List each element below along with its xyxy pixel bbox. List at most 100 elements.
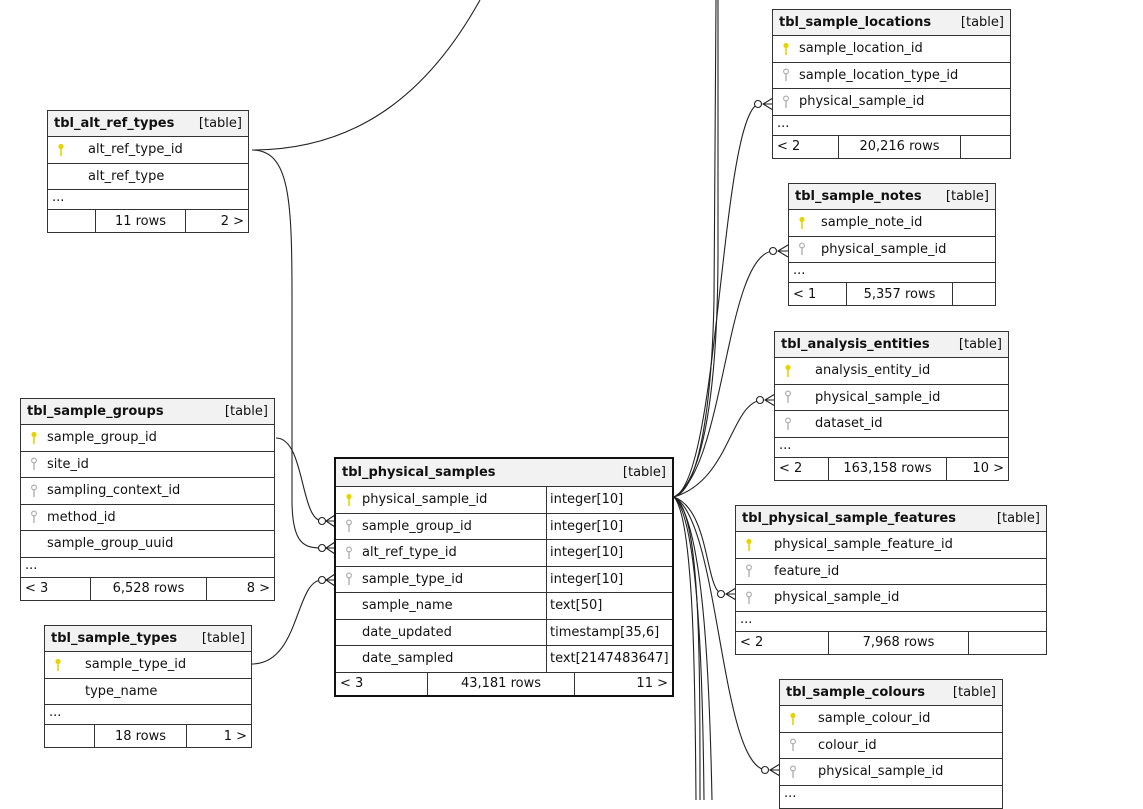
column-row[interactable]: sample_group_id <box>21 425 274 452</box>
foreign-key-icon <box>336 572 362 586</box>
column-name: sample_group_id <box>47 430 157 446</box>
table-footer: < 2 163,158 rows 10 > <box>775 457 1008 480</box>
crows-foot-marker <box>776 244 789 258</box>
column-name: method_id <box>47 509 116 525</box>
column-name: colour_id <box>818 737 877 753</box>
column-row[interactable]: physical_sample_id integer[10] <box>336 487 672 514</box>
table-name: tbl_alt_ref_types <box>54 116 175 131</box>
column-row[interactable]: date_updated timestamp[35,6] <box>336 619 672 646</box>
next-link[interactable]: 8 > <box>246 581 270 596</box>
table-sample-types[interactable]: tbl_sample_types [table] sample_type_id … <box>44 625 252 748</box>
more-columns[interactable]: ... <box>775 438 1008 458</box>
column-row[interactable]: physical_sample_id <box>789 237 995 263</box>
column-row[interactable]: physical_sample_feature_id <box>736 532 1046 559</box>
table-kind: [table] <box>201 631 245 646</box>
table-name: tbl_sample_groups <box>27 404 164 419</box>
column-row[interactable]: sample_type_id integer[10] <box>336 566 672 593</box>
relationship-line <box>673 496 713 800</box>
more-columns[interactable]: ... <box>773 116 1010 136</box>
column-row[interactable]: analysis_entity_id <box>775 358 1008 385</box>
primary-key-icon <box>789 216 815 230</box>
prev-link[interactable] <box>45 725 95 747</box>
table-header[interactable]: tbl_sample_locations [table] <box>773 10 1010 36</box>
more-columns[interactable]: ... <box>45 705 251 725</box>
row-count: 11 rows <box>96 210 186 232</box>
relationship-line <box>673 102 761 498</box>
table-header[interactable]: tbl_sample_notes [table] <box>789 184 995 210</box>
table-name: tbl_physical_samples <box>342 465 496 480</box>
table-sample-locations[interactable]: tbl_sample_locations [table] sample_loca… <box>772 9 1011 159</box>
column-row[interactable]: site_id <box>21 452 274 478</box>
table-sample-notes[interactable]: tbl_sample_notes [table] sample_note_id … <box>788 183 996 306</box>
relationship-line <box>673 496 697 800</box>
table-header[interactable]: tbl_physical_sample_features [table] <box>736 506 1046 532</box>
column-row[interactable]: alt_ref_type_id <box>48 137 248 164</box>
next-link[interactable] <box>961 136 1010 158</box>
table-kind: [table] <box>622 465 666 480</box>
table-header[interactable]: tbl_physical_samples [table] <box>336 459 672 487</box>
table-physical-sample-features[interactable]: tbl_physical_sample_features [table] phy… <box>735 505 1047 655</box>
prev-link[interactable]: < 2 <box>775 457 829 480</box>
table-sample-colours[interactable]: tbl_sample_colours [table] sample_colour… <box>779 679 1003 809</box>
next-link[interactable]: 10 > <box>972 461 1004 476</box>
column-row[interactable]: sample_location_type_id <box>773 63 1010 89</box>
more-columns[interactable]: ... <box>736 612 1046 632</box>
next-link[interactable] <box>969 632 1046 654</box>
table-footer: < 3 6,528 rows 8 > <box>21 577 274 600</box>
column-row[interactable]: feature_id <box>736 559 1046 585</box>
prev-link[interactable]: < 3 <box>21 577 91 600</box>
foreign-key-icon <box>780 738 806 752</box>
table-physical-samples[interactable]: tbl_physical_samples [table] physical_sa… <box>334 457 674 697</box>
table-alt-ref-types[interactable]: tbl_alt_ref_types [table] alt_ref_type_i… <box>47 110 249 233</box>
column-row[interactable]: method_id <box>21 505 274 531</box>
column-type: integer[10] <box>546 487 672 513</box>
more-columns[interactable]: ... <box>784 785 797 801</box>
table-header[interactable]: tbl_analysis_entities [table] <box>775 332 1008 358</box>
row-count: 163,158 rows <box>829 457 947 480</box>
primary-key-icon <box>780 712 806 726</box>
table-header[interactable]: tbl_sample_types [table] <box>45 626 251 652</box>
prev-link[interactable]: < 3 <box>336 672 428 695</box>
column-row[interactable]: type_name <box>45 679 251 705</box>
column-name: physical_sample_id <box>774 590 900 606</box>
column-name: site_id <box>47 456 89 472</box>
column-row[interactable]: alt_ref_type_id integer[10] <box>336 540 672 567</box>
table-header[interactable]: tbl_alt_ref_types [table] <box>48 111 248 137</box>
row-count: 5,357 rows <box>847 283 953 305</box>
next-link[interactable]: 11 > <box>636 676 668 691</box>
column-row[interactable]: alt_ref_type <box>48 164 248 190</box>
column-row[interactable]: sample_group_uuid <box>21 531 274 558</box>
column-row[interactable]: physical_sample_id <box>775 385 1008 411</box>
column-row[interactable]: physical_sample_id <box>780 759 1002 786</box>
column-row[interactable]: sample_colour_id <box>780 706 1002 733</box>
next-link[interactable] <box>953 283 995 305</box>
more-columns[interactable]: ... <box>21 558 274 578</box>
more-columns[interactable]: ... <box>48 190 248 210</box>
column-row[interactable]: physical_sample_id <box>736 585 1046 612</box>
column-row[interactable]: sample_group_id integer[10] <box>336 513 672 540</box>
foreign-key-icon <box>21 457 47 471</box>
relationship-line <box>673 496 701 800</box>
column-row[interactable]: physical_sample_id <box>773 89 1010 116</box>
prev-link[interactable]: < 2 <box>736 631 829 654</box>
prev-link[interactable] <box>48 210 96 232</box>
table-header[interactable]: tbl_sample_colours [table] <box>780 680 1002 706</box>
prev-link[interactable]: < 1 <box>789 283 847 305</box>
table-header[interactable]: tbl_sample_groups [table] <box>21 399 274 425</box>
column-row[interactable]: colour_id <box>780 733 1002 759</box>
column-row[interactable]: sample_note_id <box>789 210 995 237</box>
prev-link[interactable]: < 2 <box>773 135 839 158</box>
column-row[interactable]: sample_location_id <box>773 36 1010 63</box>
column-row[interactable]: sampling_context_id <box>21 478 274 505</box>
more-columns[interactable]: ... <box>789 263 995 283</box>
column-name: physical_sample_id <box>821 241 947 257</box>
column-row[interactable]: date_sampled text[2147483647] <box>336 646 672 673</box>
table-analysis-entities[interactable]: tbl_analysis_entities [table] analysis_e… <box>774 331 1009 481</box>
next-link[interactable]: 1 > <box>223 728 247 744</box>
table-sample-groups[interactable]: tbl_sample_groups [table] sample_group_i… <box>20 398 275 601</box>
column-row[interactable]: sample_type_id <box>45 652 251 679</box>
column-row[interactable]: sample_name text[50] <box>336 593 672 620</box>
column-row[interactable]: dataset_id <box>775 411 1008 438</box>
relationship-line <box>673 0 719 498</box>
next-link[interactable]: 2 > <box>220 213 244 229</box>
